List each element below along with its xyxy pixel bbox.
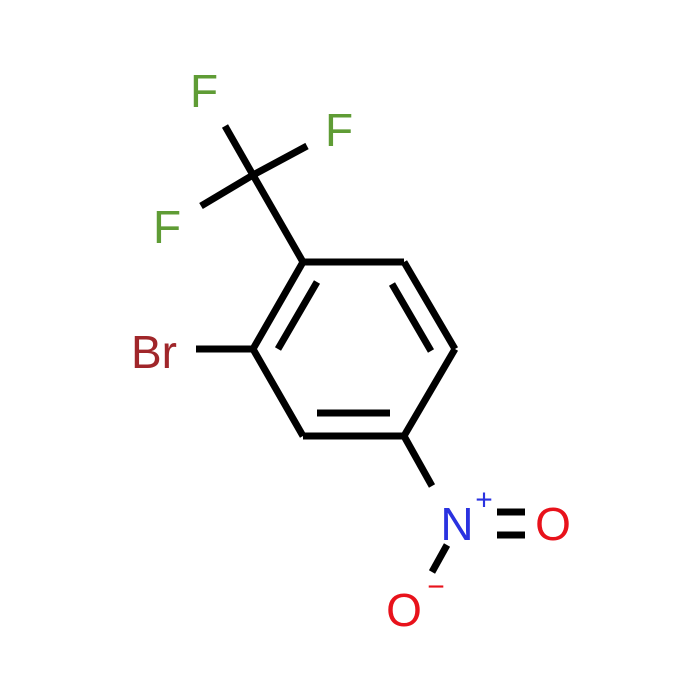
ring-bond-c3-c4 (400, 347, 459, 438)
atom-o1: O (535, 498, 571, 550)
atom-n: N (440, 498, 473, 550)
ring-bond-c6-c1 (249, 260, 307, 351)
ring-bond-c2-c3 (400, 260, 459, 351)
bond-cf3-f1 (221, 124, 257, 177)
bonds (196, 124, 525, 574)
ring-bond-c5-c6 (249, 347, 307, 438)
atom-br: Br (131, 326, 177, 378)
bond-c1-cf3 (249, 173, 307, 264)
atom-f2: F (325, 104, 353, 156)
ring-inner-bond-c2-c3 (388, 282, 435, 353)
bond-cf3-f3 (199, 171, 255, 210)
bond-c4-n (400, 434, 436, 488)
atom-f3: F (153, 201, 181, 253)
atom-labels: F F F Br N + O O − (131, 65, 571, 636)
bond-n-o2 (428, 543, 451, 574)
bond-cf3-f2 (251, 142, 309, 179)
atom-f1: F (190, 65, 218, 117)
atom-o2-charge: − (427, 571, 445, 604)
ring-inner-bond-c6-c1 (274, 280, 321, 351)
atom-n-charge: + (475, 484, 493, 517)
atom-o2: O (386, 584, 422, 636)
